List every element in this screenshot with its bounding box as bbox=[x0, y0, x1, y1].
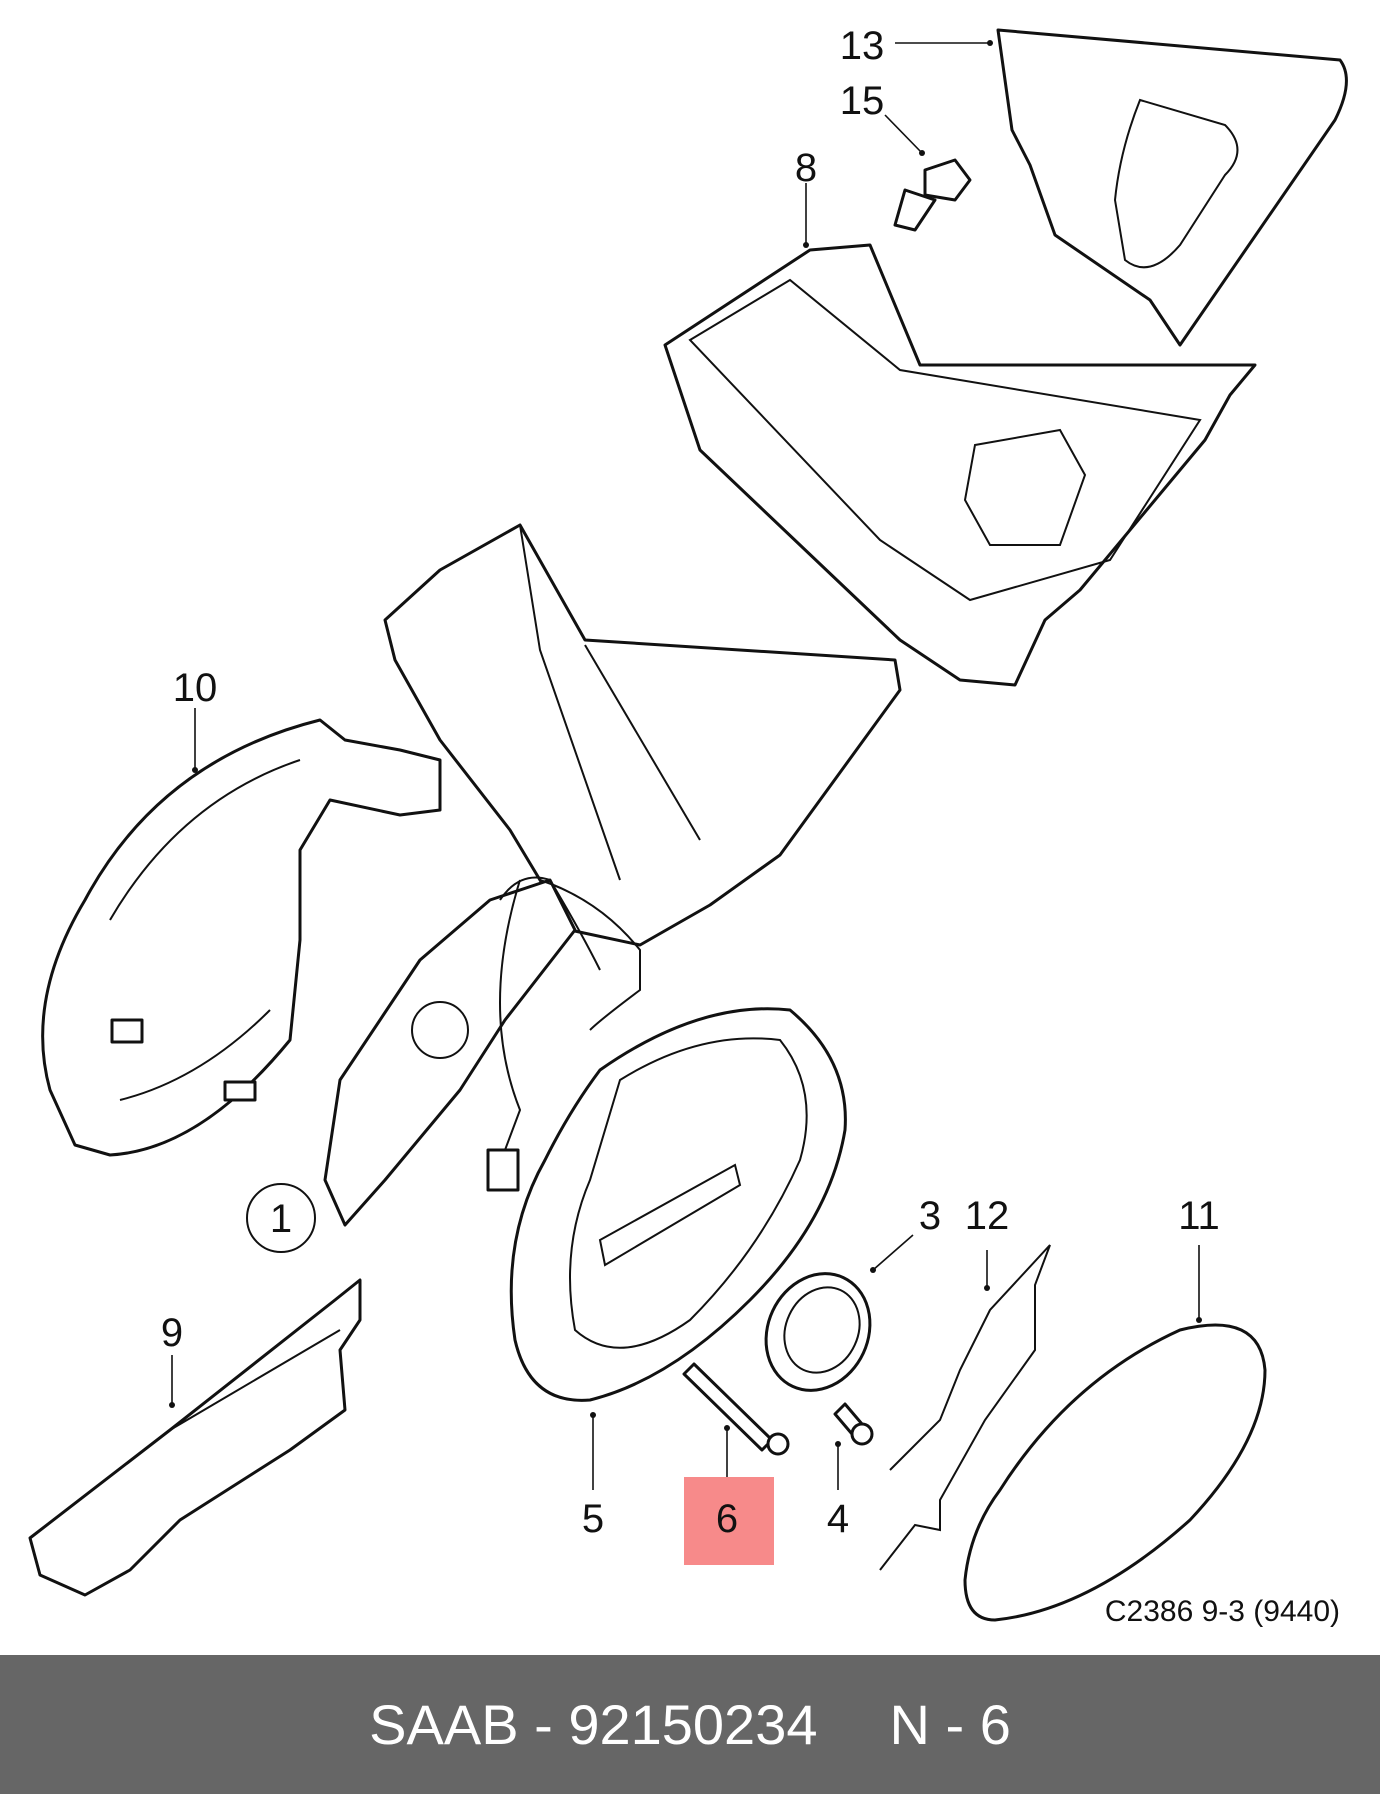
callout-10: 10 bbox=[172, 666, 218, 710]
diagram-reference-code: C2386 9-3 (9440) bbox=[1104, 1595, 1340, 1628]
part-5-glass-frame bbox=[509, 1007, 847, 1402]
callout-9: 9 bbox=[160, 1311, 184, 1355]
part-13-cover-plate bbox=[996, 28, 1348, 347]
callout-6: 6 bbox=[715, 1497, 739, 1541]
callout-15: 15 bbox=[839, 79, 885, 123]
part-12-heating-element bbox=[879, 1244, 1051, 1571]
footer-bar: SAAB - 92150234 N - 6 bbox=[0, 1655, 1380, 1794]
part-number-label: SAAB - 92150234 bbox=[369, 1693, 818, 1756]
part-1-actuator bbox=[323, 876, 641, 1227]
callout-4: 4 bbox=[826, 1497, 850, 1541]
part-8-housing-base bbox=[663, 243, 1257, 687]
callout-13: 13 bbox=[839, 24, 885, 68]
callout-circle bbox=[246, 1183, 316, 1253]
highlighted-callout-box bbox=[684, 1477, 774, 1565]
callout-11: 11 bbox=[1178, 1194, 1220, 1238]
part-11-mirror-glass bbox=[963, 1323, 1267, 1622]
callout-12: 12 bbox=[964, 1194, 1010, 1238]
mirror-assembly-drawing bbox=[28, 28, 1348, 1622]
callout-5: 5 bbox=[581, 1497, 605, 1541]
part-15-bolt bbox=[893, 158, 972, 232]
part-10-outer-cover bbox=[41, 718, 442, 1157]
part-4-small-screw bbox=[833, 1402, 874, 1446]
callout-8: 8 bbox=[794, 146, 818, 190]
callout-1: 1 bbox=[269, 1197, 293, 1241]
leader-lines bbox=[169, 40, 1202, 1490]
position-label: N - 6 bbox=[889, 1693, 1011, 1756]
part-6-long-screw bbox=[682, 1362, 790, 1456]
part-3-motor-unit bbox=[764, 1272, 872, 1392]
callout-3: 3 bbox=[918, 1194, 942, 1238]
exploded-parts-diagram: 13 15 8 10 1 3 12 11 9 5 6 4 C2386 9-3 (… bbox=[28, 24, 1348, 1628]
mirror-arm-housing bbox=[383, 523, 902, 947]
part-9-lower-trim bbox=[28, 1278, 362, 1597]
